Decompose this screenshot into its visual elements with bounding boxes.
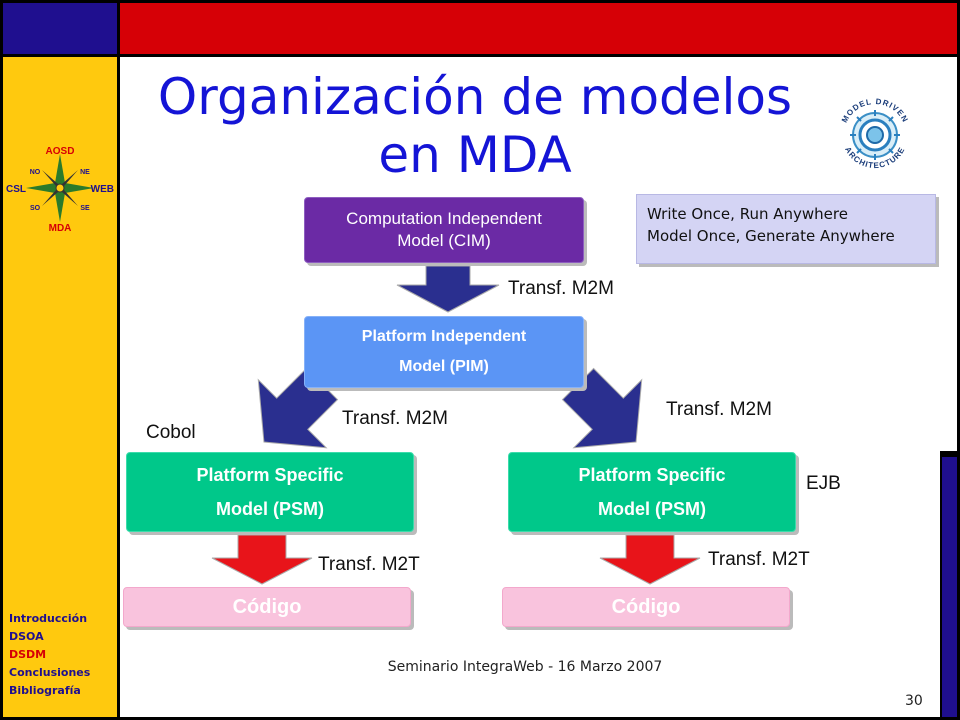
compass-label-sw: SO: [30, 205, 41, 212]
arrow-psm-to-code-right: [599, 534, 701, 585]
sidebar-item-conclusiones[interactable]: Conclusiones: [9, 666, 91, 679]
label-platform-cobol: Cobol: [146, 422, 196, 443]
arrow-pim-to-psm-left: [257, 367, 339, 449]
arrow-psm-to-code-left: [211, 534, 313, 585]
compass-label-left: CSL: [6, 184, 26, 195]
psm-box-right: Platform Specific Model (PSM): [508, 452, 796, 532]
compass-label-ne: NE: [80, 169, 90, 176]
label-transf-psm-code-left: Transf. M2T: [318, 554, 420, 575]
label-transf-psm-code-right: Transf. M2T: [708, 549, 810, 570]
mda-logo: MODEL DRIVEN ARCHITECTURE: [840, 97, 909, 170]
sidebar-item-dsdm[interactable]: DSDM: [9, 648, 47, 661]
compass-needle-nw: [42, 170, 60, 188]
label-transf-cim-pim: Transf. M2M: [508, 278, 614, 299]
sidebar-item-dsoa[interactable]: DSOA: [9, 630, 44, 643]
compass-needle-north: [55, 154, 65, 188]
label-transf-pim-psm-left: Transf. M2M: [342, 408, 448, 429]
code-box-right: Código: [502, 587, 790, 627]
cim-line1: Computation Independent: [346, 209, 542, 228]
arrow-pim-to-psm-right: [561, 367, 643, 449]
code-box-left: Código: [123, 587, 411, 627]
compass-logo: AOSD MDA CSL WEB NO NE SO SE: [6, 146, 114, 234]
compass-needle-ne: [60, 170, 78, 188]
compass-label-top: AOSD: [46, 146, 75, 157]
sidebar-item-introduccion[interactable]: Introducción: [9, 612, 88, 625]
psm-left-line2: Model (PSM): [216, 499, 324, 519]
slogan-line2: Model Once, Generate Anywhere: [647, 227, 895, 245]
compass-needle-south: [55, 188, 65, 222]
pim-line2: Model (PIM): [399, 358, 489, 375]
arrow-cim-to-pim: [396, 265, 500, 313]
compass-label-se: SE: [80, 205, 90, 212]
psm-right-line2: Model (PSM): [598, 499, 706, 519]
page-number: 30: [905, 693, 923, 709]
right-strip-bottom: [940, 454, 960, 720]
label-platform-ejb: EJB: [806, 473, 841, 494]
compass-needle-se: [60, 188, 78, 206]
slogan-note: Write Once, Run Anywhere Model Once, Gen…: [636, 194, 936, 264]
label-transf-pim-psm-right: Transf. M2M: [666, 399, 772, 420]
slide-title: Organización de modelos en MDA: [157, 68, 793, 184]
compass-needle-sw: [42, 188, 60, 206]
right-strip-top: [940, 54, 960, 454]
cim-box: Computation Independent Model (CIM): [304, 197, 584, 263]
compass-needle-west: [26, 183, 60, 193]
psm-left-line1: Platform Specific: [196, 465, 344, 485]
compass-label-bottom: MDA: [49, 223, 72, 234]
slide-footer: Seminario IntegraWeb - 16 Marzo 2007: [387, 659, 663, 675]
pim-line1: Platform Independent: [361, 328, 527, 345]
sidebar-item-bibliografia[interactable]: Bibliografía: [9, 684, 81, 697]
compass-center: [55, 183, 65, 193]
psm-box-left: Platform Specific Model (PSM): [126, 452, 414, 532]
cim-line2: Model (CIM): [397, 231, 491, 250]
compass-label-nw: NO: [30, 169, 41, 176]
compass-label-right: WEB: [91, 184, 114, 195]
slogan-line1: Write Once, Run Anywhere: [647, 205, 848, 223]
pim-box: Platform Independent Model (PIM): [304, 316, 584, 388]
sidebar-menu: Introducción DSOA DSDM Conclusiones Bibl…: [9, 610, 90, 700]
compass-needle-east: [60, 183, 94, 193]
mda-logo-rays: [850, 110, 900, 160]
top-bar: [117, 0, 960, 57]
mda-logo-ring-inner: [866, 126, 884, 144]
psm-right-line1: Platform Specific: [578, 465, 726, 485]
